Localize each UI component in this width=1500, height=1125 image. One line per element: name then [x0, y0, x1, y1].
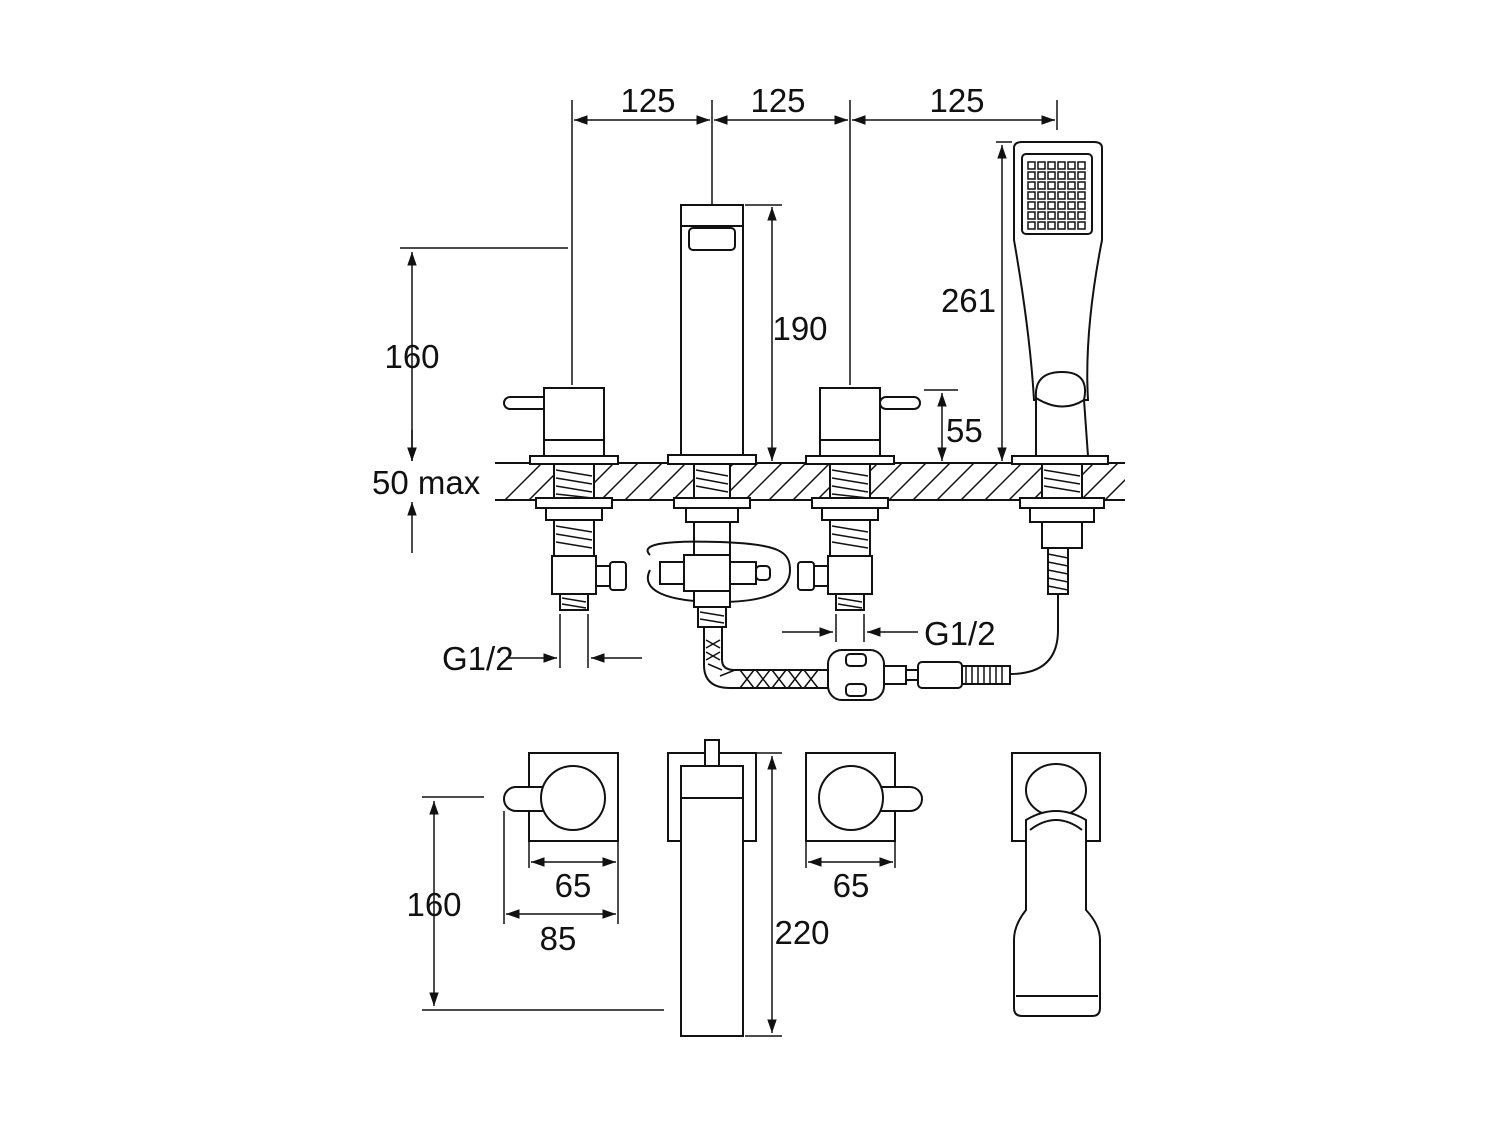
nozzle	[1037, 201, 1046, 210]
dim-handset-height: 261	[941, 282, 996, 319]
hatch-line	[792, 462, 831, 501]
nozzle	[1037, 171, 1046, 180]
nozzle	[1067, 191, 1076, 200]
nozzle	[1067, 211, 1076, 220]
nozzle	[1037, 181, 1046, 190]
dim-deck-thickness: 50 max	[372, 464, 481, 501]
dim-valve-height: 55	[946, 412, 983, 449]
top-dimensions: 125 125 125	[571, 82, 1058, 385]
nozzle	[1027, 201, 1036, 210]
hatch-line	[744, 462, 783, 501]
right-dimensions: 190 55 261	[745, 141, 1012, 461]
hatch-line	[1080, 462, 1119, 501]
hatch-line	[960, 462, 999, 501]
thread-dimensions: G1/2 G1/2	[442, 614, 996, 677]
dim-spout-length: 220	[774, 914, 829, 951]
dim-thread-left: G1/2	[442, 640, 514, 677]
nozzle	[1077, 161, 1086, 170]
nozzle	[1077, 171, 1086, 180]
dim-spacing-3: 125	[929, 82, 984, 119]
nozzle	[1077, 191, 1086, 200]
hatch-line	[984, 462, 1023, 501]
nozzle	[1047, 181, 1056, 190]
nozzle	[1067, 181, 1076, 190]
hot-valve-plan	[503, 752, 619, 842]
nozzle	[1047, 191, 1056, 200]
nozzle	[1047, 221, 1056, 230]
dim-plate-width-left: 65	[555, 867, 592, 904]
dim-lever-width: 85	[540, 920, 577, 957]
nozzle	[1067, 161, 1076, 170]
nozzle	[1047, 171, 1056, 180]
dim-handle-height: 160	[384, 338, 439, 375]
hatch-line	[504, 462, 543, 501]
hatch-line	[912, 462, 951, 501]
plan-view: 160 65 85 220 65	[406, 739, 1101, 1037]
nozzle	[1067, 171, 1076, 180]
nozzle	[1027, 221, 1036, 230]
nozzle	[1057, 181, 1066, 190]
hatch-line	[864, 462, 903, 501]
hatch-mask	[1125, 462, 1185, 502]
dim-spacing-1: 125	[620, 82, 675, 119]
dim-thread-right: G1/2	[924, 615, 996, 652]
nozzle	[1077, 211, 1086, 220]
shower-hose	[703, 594, 1059, 701]
hatch-line	[768, 462, 807, 501]
handset-plan	[1011, 752, 1101, 1017]
hot-valve-elevation	[503, 387, 627, 611]
cold-valve-plan	[805, 752, 923, 842]
nozzle	[1027, 191, 1036, 200]
nozzle	[1067, 201, 1076, 210]
left-dimensions: 160 50 max	[372, 247, 568, 553]
spray-nozzles	[1027, 161, 1086, 230]
dim-plate-width-right: 65	[833, 867, 870, 904]
dim-spout-height: 190	[772, 310, 827, 347]
nozzle	[1077, 221, 1086, 230]
nozzle	[1057, 191, 1066, 200]
nozzle	[1047, 211, 1056, 220]
hatch-line	[936, 462, 975, 501]
nozzle	[1057, 201, 1066, 210]
nozzle	[1077, 181, 1086, 190]
hatch-line	[600, 462, 639, 501]
hatch-line	[1008, 462, 1047, 501]
spout-plan	[667, 739, 757, 1037]
cold-valve-elevation	[797, 387, 921, 611]
nozzle	[1027, 161, 1036, 170]
hatch-line	[624, 462, 663, 501]
nozzle	[1037, 161, 1046, 170]
hatch-mask	[460, 462, 495, 502]
nozzle	[1037, 221, 1046, 230]
nozzle	[1037, 191, 1046, 200]
nozzle	[1047, 201, 1056, 210]
nozzle	[1057, 211, 1066, 220]
nozzle	[1037, 211, 1046, 220]
nozzle	[1047, 161, 1056, 170]
spout-elevation	[646, 204, 792, 628]
nozzle	[1057, 171, 1066, 180]
nozzle	[1067, 221, 1076, 230]
nozzle	[1057, 221, 1066, 230]
handset-elevation	[1011, 141, 1109, 595]
nozzle	[1077, 201, 1086, 210]
nozzle	[1027, 171, 1036, 180]
dim-spacing-2: 125	[750, 82, 805, 119]
hatch-line	[648, 462, 687, 501]
nozzle	[1027, 181, 1036, 190]
dim-plan-depth: 160	[406, 886, 461, 923]
nozzle	[1027, 211, 1036, 220]
nozzle	[1057, 161, 1066, 170]
hatch-line	[888, 462, 927, 501]
